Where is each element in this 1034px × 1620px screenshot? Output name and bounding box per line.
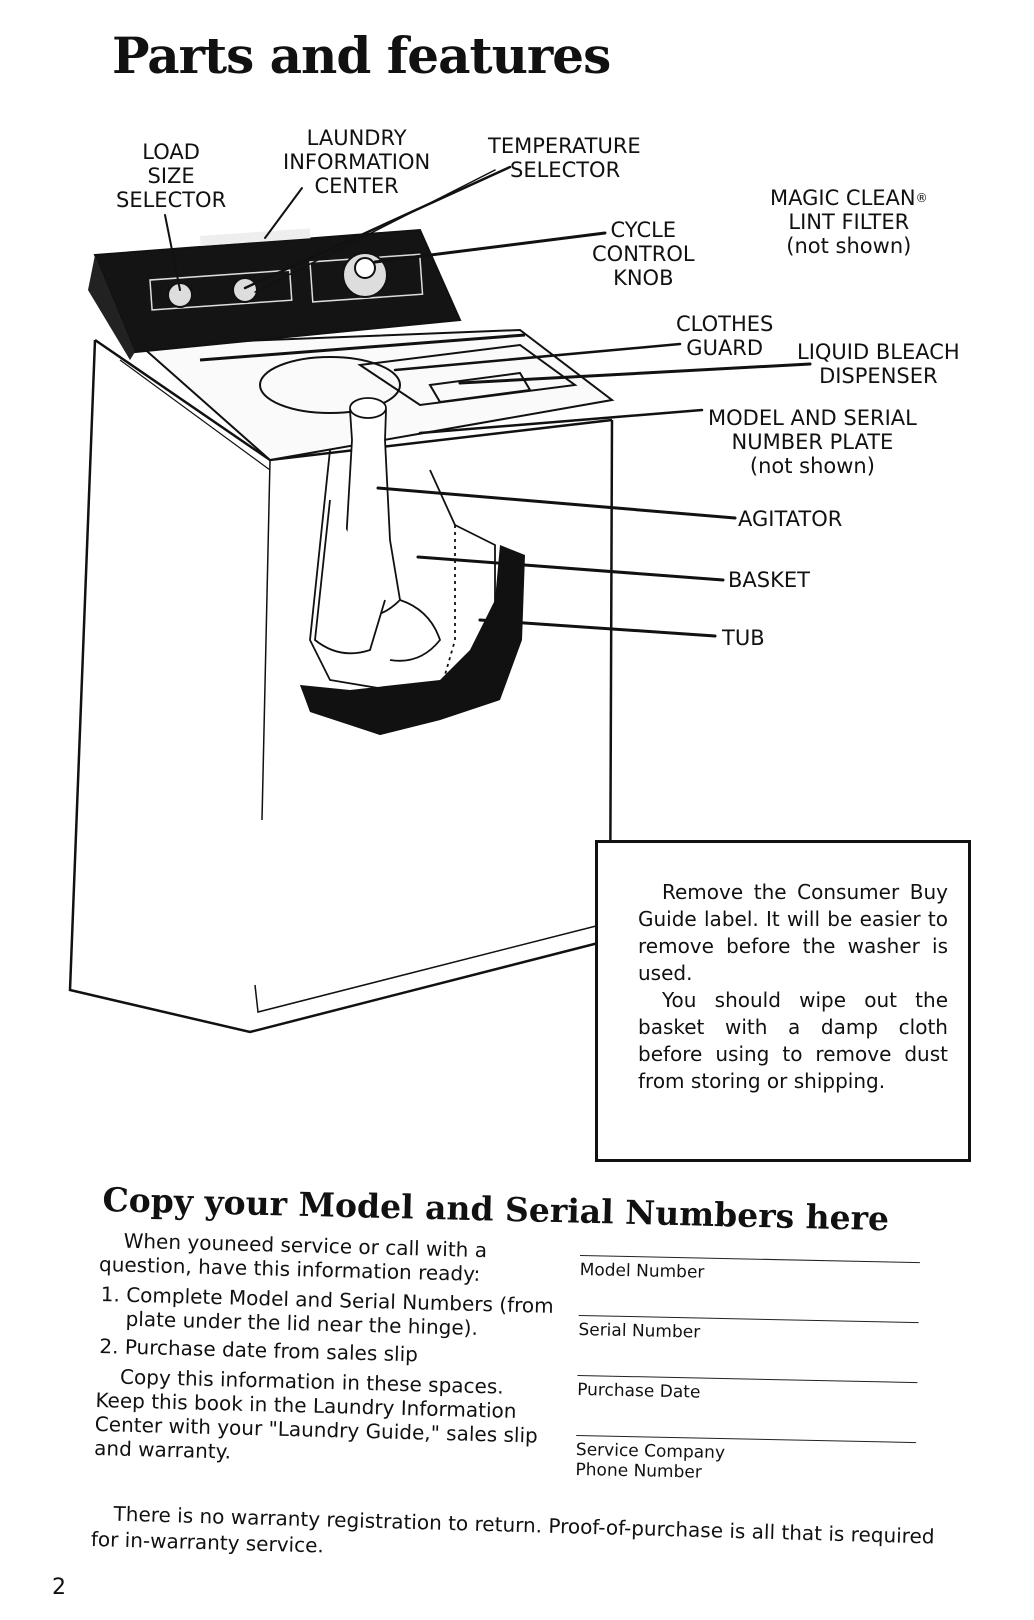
copy-section-body: When youneed service or call with a ques… (94, 1228, 562, 1478)
copy-step-1: Complete Model and Serial Numbers (from … (125, 1283, 560, 1342)
callout-temperature-selector-line2: SELECTOR (510, 158, 621, 182)
copy-instructions: Copy this information in these spaces. K… (93, 1364, 539, 1464)
callout-model-serial-plate: MODEL AND SERIAL NUMBER PLATE(not shown) (708, 406, 917, 478)
page-number: 2 (52, 1575, 66, 1600)
callout-basket: BASKET (728, 568, 810, 592)
notice-paragraph-2: You should wipe out the basket with a da… (638, 988, 948, 1093)
purchase-date-field[interactable]: Purchase Date (576, 1374, 918, 1443)
warranty-note-text: There is no warranty registration to ret… (90, 1501, 935, 1558)
serial-number-field[interactable]: Serial Number (577, 1314, 919, 1383)
purchase-date-label: Purchase Date (576, 1379, 701, 1403)
model-number-field[interactable]: Model Number (578, 1255, 920, 1323)
magic-clean-line1: MAGIC CLEAN (770, 186, 916, 210)
callout-load-size-selector: LOAD SIZE SELECTOR (116, 140, 227, 212)
page-title: Parts and features (112, 26, 611, 85)
control-console (88, 228, 462, 360)
copy-intro: When youneed service or call with a ques… (98, 1228, 488, 1286)
copy-section-title: Copy your Model and Serial Numbers here (102, 1180, 890, 1239)
record-fields: Model Number Serial Number Purchase Date… (574, 1255, 920, 1503)
model-number-label: Model Number (579, 1259, 705, 1283)
callout-liquid-bleach-dispenser: LIQUID BLEACH DISPENSER (797, 340, 960, 388)
callout-cycle-control-knob: CYCLE CONTROL KNOB (592, 218, 695, 290)
warranty-note: There is no warranty registration to ret… (91, 1500, 962, 1576)
leader-lines (164, 165, 812, 638)
washer-top (137, 328, 615, 462)
magic-clean-line2: LINT FILTER (788, 210, 910, 234)
magic-clean-line3: (not shown) (786, 234, 912, 258)
callout-temperature-selector-line1: TEMPERATURE (488, 134, 641, 158)
service-company-field[interactable]: Service Company Phone Number (574, 1434, 917, 1503)
notice-box: Remove the Consumer Buy Guide label. It … (595, 840, 971, 1162)
model-serial-plate-line1: MODEL AND SERIAL NUMBER PLATE (708, 406, 917, 454)
serial-number-label: Serial Number (578, 1319, 701, 1343)
tub-cutaway (300, 545, 525, 735)
copy-steps: Complete Model and Serial Numbers (from … (97, 1282, 561, 1370)
model-serial-plate-line2: (not shown) (749, 454, 875, 478)
washer-diagram (68, 165, 812, 1034)
service-company-label: Service Company Phone Number (575, 1439, 726, 1483)
callout-laundry-information-center: LAUNDRY INFORMATION CENTER (283, 126, 431, 198)
agitator (314, 397, 442, 662)
callout-agitator: AGITATOR (738, 507, 843, 531)
registered-mark: ® (915, 191, 928, 205)
callout-magic-clean-lint-filter: MAGIC CLEAN® LINT FILTER(not shown) (770, 186, 928, 258)
basket-cutaway (309, 449, 496, 691)
callout-tub: TUB (722, 626, 765, 650)
callout-clothes-guard: CLOTHES GUARD (676, 312, 774, 360)
notice-paragraph-1: Remove the Consumer Buy Guide label. It … (638, 880, 948, 985)
